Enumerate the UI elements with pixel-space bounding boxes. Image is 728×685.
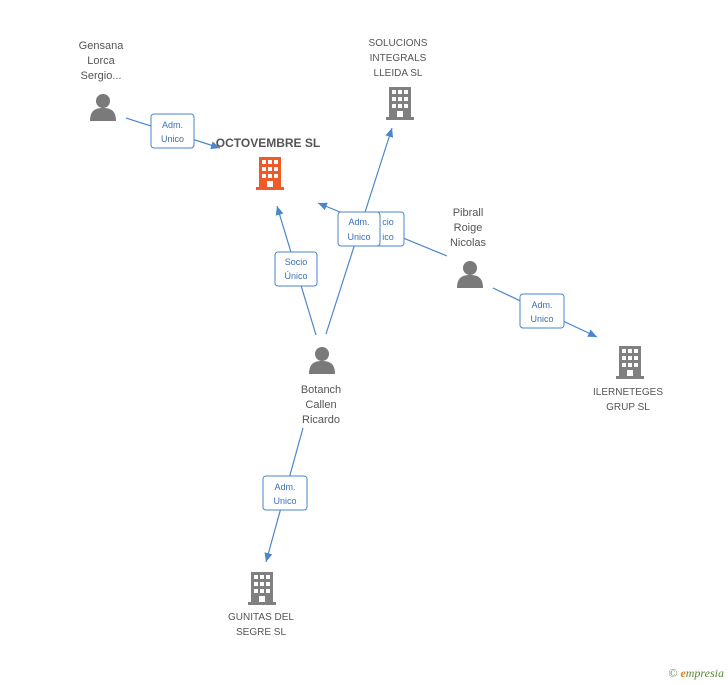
svg-text:Roige: Roige: [454, 222, 483, 234]
brand-name: mpresia: [685, 666, 724, 680]
copyright-icon: ©: [668, 666, 678, 680]
svg-text:SOLUCIONS: SOLUCIONS: [369, 38, 428, 49]
svg-text:Único: Único: [284, 271, 307, 281]
svg-text:GRUP SL: GRUP SL: [606, 402, 650, 413]
svg-text:Ricardo: Ricardo: [302, 414, 340, 426]
person-icon: [457, 261, 483, 288]
edge-label-botanch-solucions-adm: Adm. Unico: [337, 211, 381, 247]
building-icon: [256, 157, 284, 190]
edge-label-botanch-socio: Socio Único: [274, 251, 318, 287]
svg-text:Nicolas: Nicolas: [450, 237, 487, 249]
empresia-watermark: ©empresia: [668, 666, 724, 681]
svg-text:Lorca: Lorca: [87, 55, 115, 67]
node-pibrall[interactable]: Pibrall Roige Nicolas: [450, 207, 487, 288]
svg-text:ico: ico: [382, 232, 394, 242]
edge-label-botanch-gunitas-adm: Adm. Unico: [262, 475, 308, 511]
svg-text:Gensana: Gensana: [79, 40, 125, 52]
edge-label-pibrall-adm: Adm. Unico: [519, 293, 565, 329]
svg-text:GUNITAS DEL: GUNITAS DEL: [228, 612, 294, 623]
building-icon: [386, 87, 414, 120]
svg-text:ILERNETEGES: ILERNETEGES: [593, 387, 663, 398]
node-gensana[interactable]: Gensana Lorca Sergio...: [79, 40, 125, 121]
person-icon: [90, 94, 116, 121]
svg-text:Adm.: Adm.: [531, 300, 552, 310]
building-icon: [616, 346, 644, 379]
svg-text:INTEGRALS: INTEGRALS: [370, 53, 427, 64]
svg-text:Callen: Callen: [305, 399, 336, 411]
svg-text:Adm.: Adm.: [348, 217, 369, 227]
svg-text:Unico: Unico: [273, 496, 296, 506]
node-gunitas[interactable]: GUNITAS DEL SEGRE SL: [228, 572, 294, 638]
node-octovembre-label: OCTOVEMBRE SL: [216, 136, 320, 150]
svg-text:Pibrall: Pibrall: [453, 207, 484, 219]
person-icon: [309, 347, 335, 374]
svg-text:LLEIDA SL: LLEIDA SL: [374, 68, 423, 79]
svg-text:SEGRE SL: SEGRE SL: [236, 627, 286, 638]
svg-text:Unico: Unico: [161, 134, 184, 144]
node-octovembre[interactable]: OCTOVEMBRE SL: [216, 136, 320, 190]
svg-text:Adm.: Adm.: [274, 482, 295, 492]
node-ilerneteges[interactable]: ILERNETEGES GRUP SL: [593, 346, 663, 413]
node-botanch[interactable]: Botanch Callen Ricardo: [301, 347, 341, 426]
svg-text:Socio: Socio: [285, 257, 308, 267]
svg-text:Adm.: Adm.: [162, 120, 183, 130]
brand-initial: e: [680, 666, 686, 680]
svg-text:Unico: Unico: [530, 314, 553, 324]
svg-text:Sergio...: Sergio...: [81, 70, 122, 82]
svg-text:cio: cio: [382, 217, 394, 227]
building-icon: [248, 572, 276, 605]
svg-text:Botanch: Botanch: [301, 384, 341, 396]
node-solucions[interactable]: SOLUCIONS INTEGRALS LLEIDA SL: [369, 38, 428, 120]
svg-text:Unico: Unico: [347, 232, 370, 242]
edge-label-gensana-adm: Adm. Unico: [150, 113, 195, 149]
